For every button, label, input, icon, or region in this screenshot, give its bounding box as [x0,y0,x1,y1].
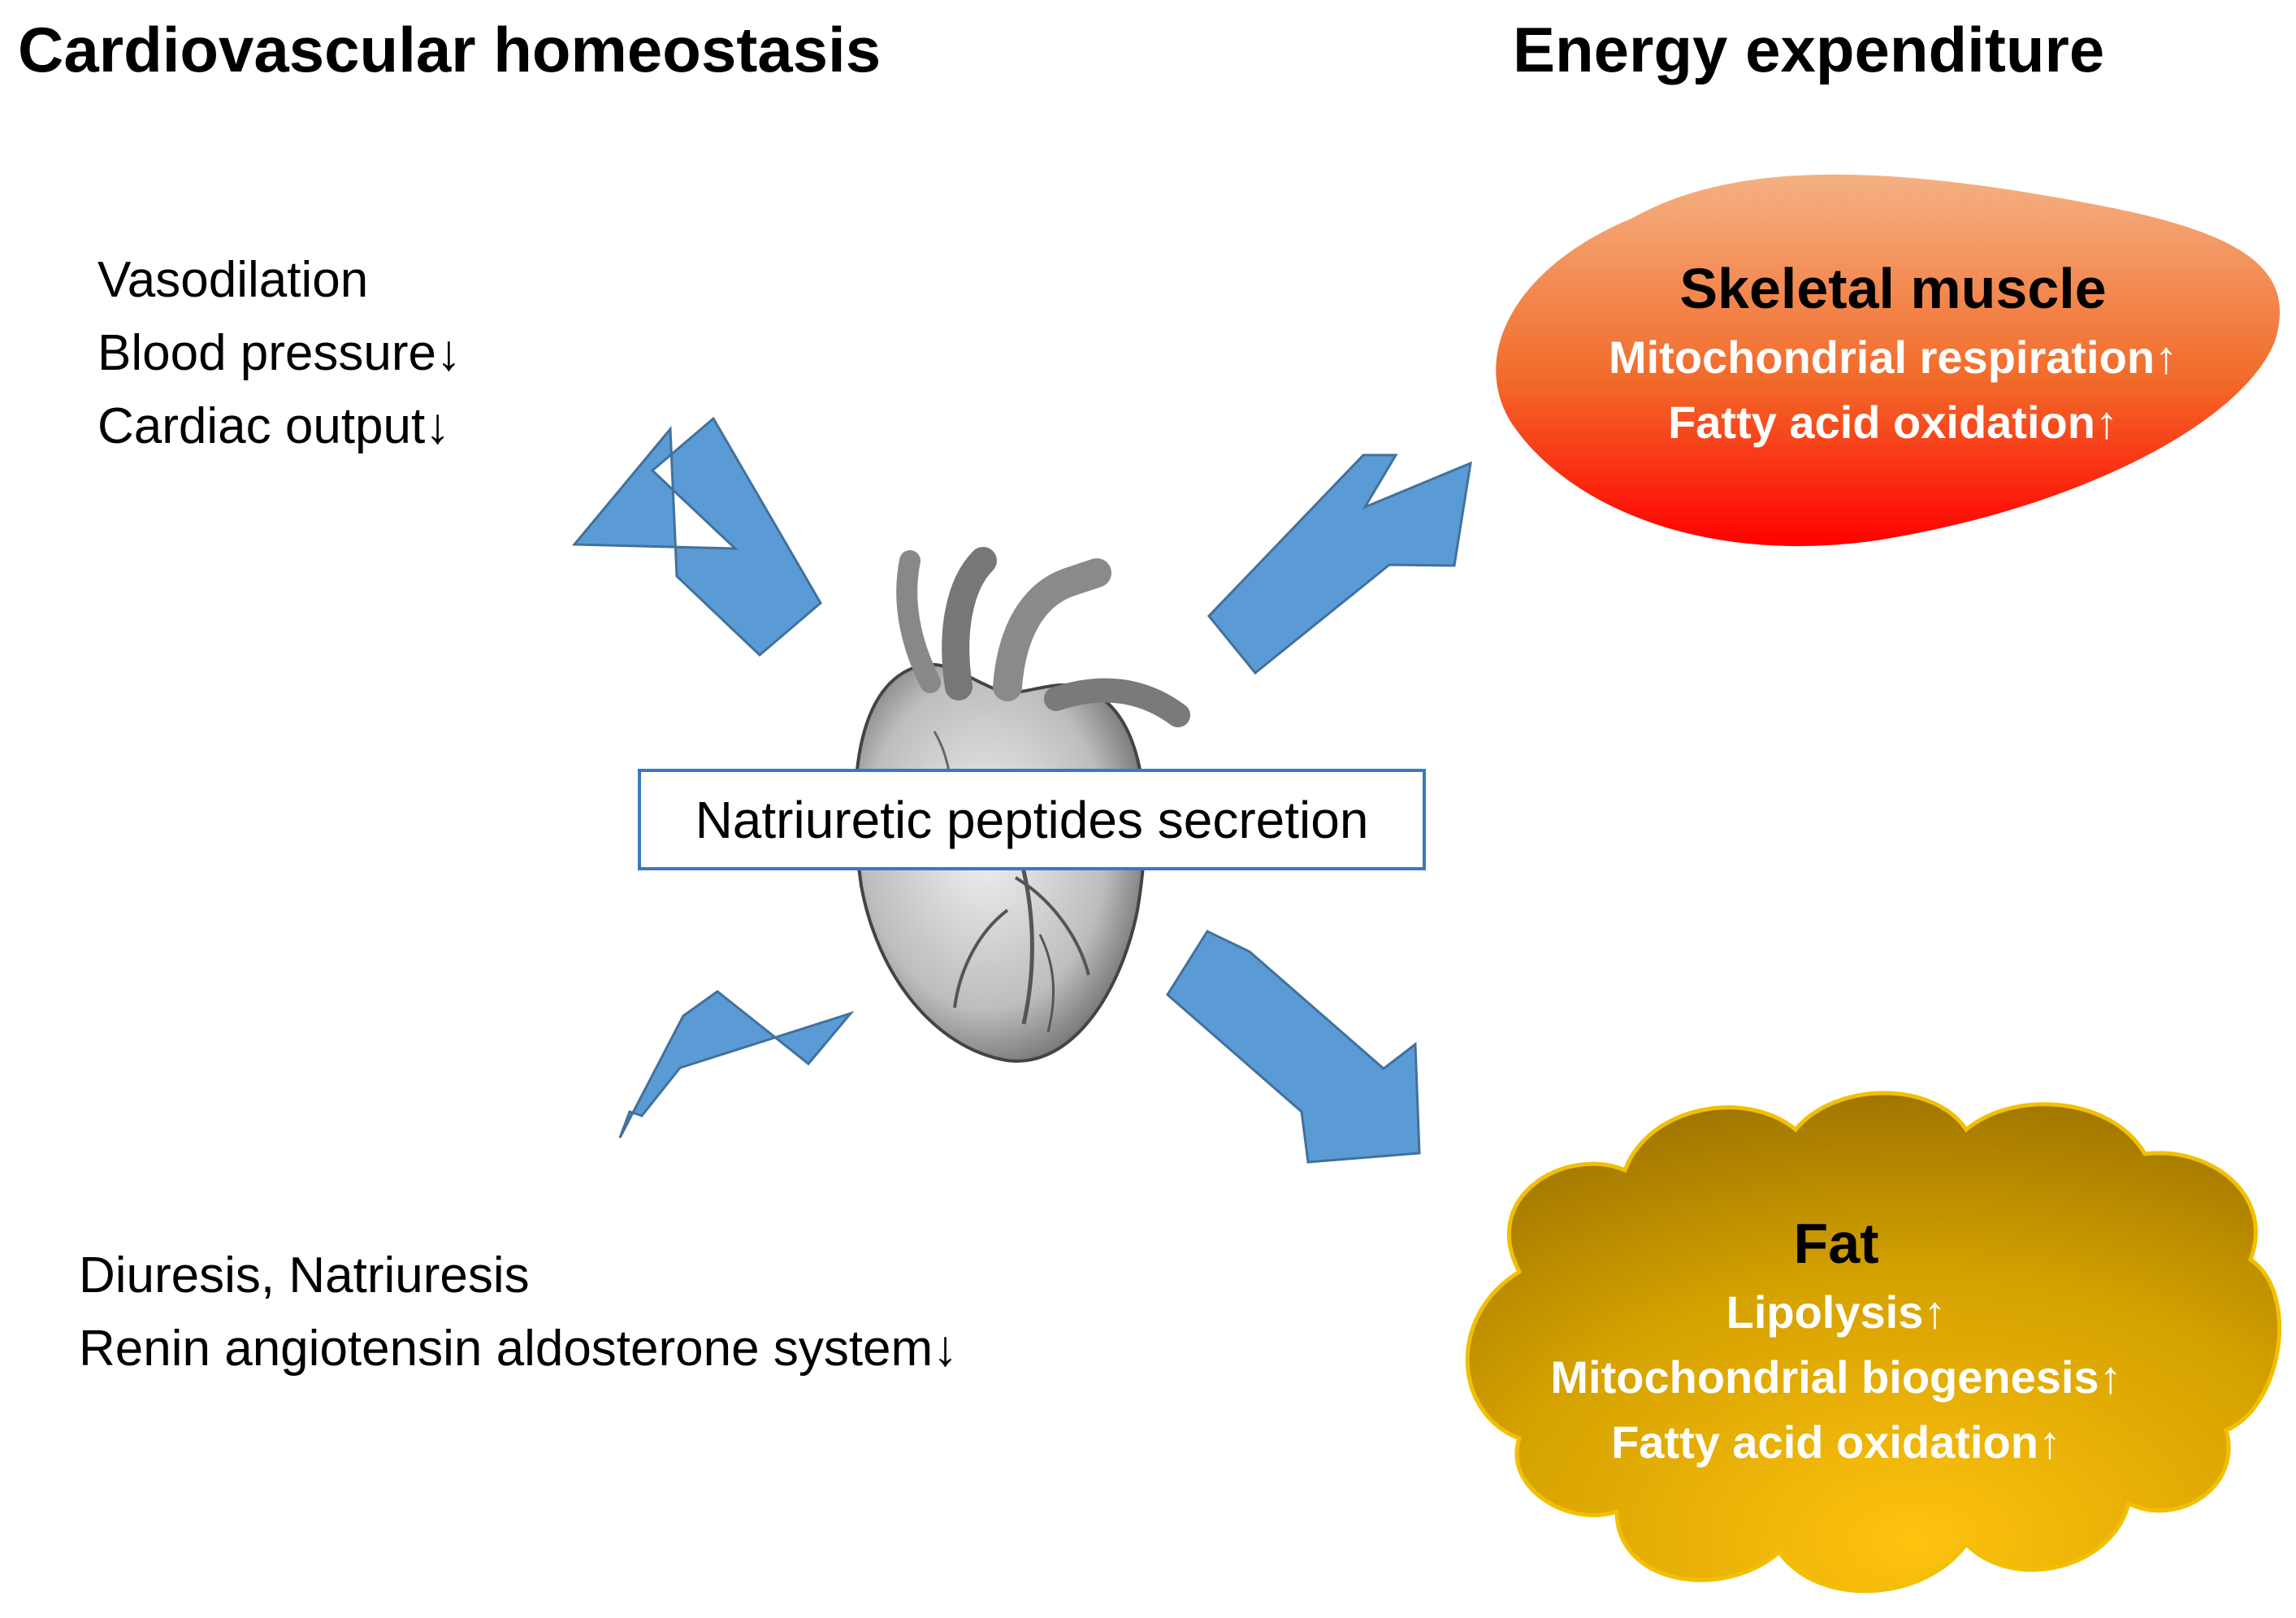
cardiovascular-item: Vasodilation [97,252,369,308]
renal-effects-list: Diuresis, Natriuresis Renin angiotensin … [79,1239,958,1386]
energy-expenditure-heading: Energy expenditure [1513,14,2105,85]
cardiovascular-effects-list: Vasodilation Blood pressure↓ Cardiac out… [97,244,461,463]
arrow-to-skeletal-muscle [1206,453,1472,675]
fat-item: Mitochondrial biogenesis↑ [1550,1351,2122,1403]
arrow-to-fat [1166,930,1421,1164]
renal-item: Diuresis, Natriuresis [79,1247,530,1304]
fat-title: Fat [1793,1212,1879,1275]
arrow-to-cardiovascular [571,416,822,657]
skeletal-muscle-item: Mitochondrial respiration↑ [1608,332,2178,383]
fat-text: Fat Lipolysis↑ Mitochondrial biogenesis↑… [1430,1207,2242,1475]
fat-cloud [1465,1091,2281,1594]
cardiovascular-item: Blood pressure↓ [97,325,462,381]
skeletal-muscle-item: Fatty acid oxidation↑ [1668,397,2118,448]
fat-item: Fatty acid oxidation↑ [1611,1416,2061,1468]
skeletal-muscle-blob [1496,174,2281,546]
renal-item: Renin angiotensin aldosterone system↓ [79,1321,959,1377]
skeletal-muscle-text: Skeletal muscle Mitochondrial respiratio… [1487,252,2296,455]
cardiovascular-item: Cardiac output↓ [97,398,451,454]
cardiovascular-heading: Cardiovascular homeostasis [18,14,882,85]
arrow-to-renal [618,990,855,1139]
skeletal-muscle-title: Skeletal muscle [1679,257,2107,320]
natriuretic-peptides-label: Natriuretic peptides secretion [695,790,1369,849]
natriuretic-peptides-box: Natriuretic peptides secretion [638,769,1426,870]
fat-item: Lipolysis↑ [1726,1286,1947,1338]
